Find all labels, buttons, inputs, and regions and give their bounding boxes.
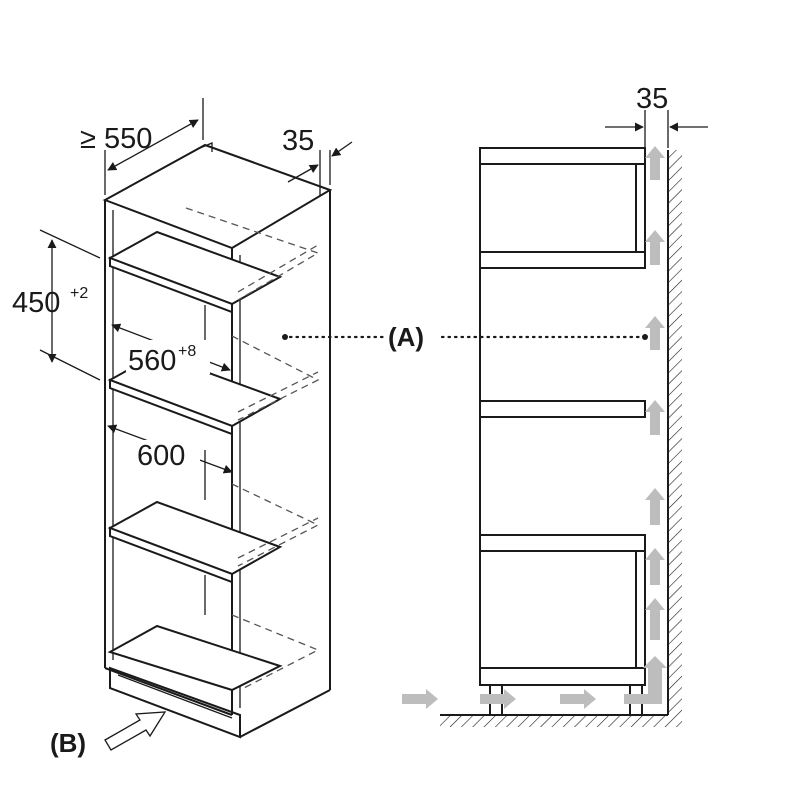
inner-width-tolerance-label: +8 — [178, 343, 196, 360]
dimension-height: 450 +2 — [12, 229, 101, 381]
section-bottom-board — [479, 667, 646, 686]
section-shelf-upper — [479, 251, 646, 269]
cabinet-floor — [107, 624, 283, 692]
height-main-label: 450 — [12, 287, 60, 319]
dimension-gap-left: 35 — [282, 125, 353, 185]
gap-left-label: 35 — [282, 125, 314, 157]
section-shelf-lower — [479, 534, 646, 552]
dimension-depth: ≥ 550 — [80, 98, 204, 195]
dimension-outer-width: 600 — [107, 424, 233, 474]
outer-width-label: 600 — [137, 440, 185, 472]
depth-min-label: ≥ 550 — [80, 123, 152, 155]
section-top-board — [479, 147, 646, 165]
gap-right-label: 35 — [636, 83, 668, 115]
height-tolerance-label: +2 — [70, 285, 88, 302]
callout-b-label: (B) — [50, 728, 86, 758]
dimension-gap-right: 35 — [605, 83, 708, 148]
callout-b: (B) — [50, 711, 167, 758]
cabinet-side-section — [402, 146, 682, 727]
callout-a: (A) — [282, 322, 648, 352]
cabinet-top — [102, 143, 333, 250]
section-shelf-middle — [479, 400, 646, 418]
air-inlet-arrow — [104, 711, 167, 751]
callout-a-label: (A) — [388, 322, 424, 352]
rear-wall — [668, 150, 682, 715]
floor — [440, 715, 682, 727]
inner-width-label: 560 — [128, 345, 176, 377]
dimension-inner-width: 560 +8 — [111, 323, 231, 377]
